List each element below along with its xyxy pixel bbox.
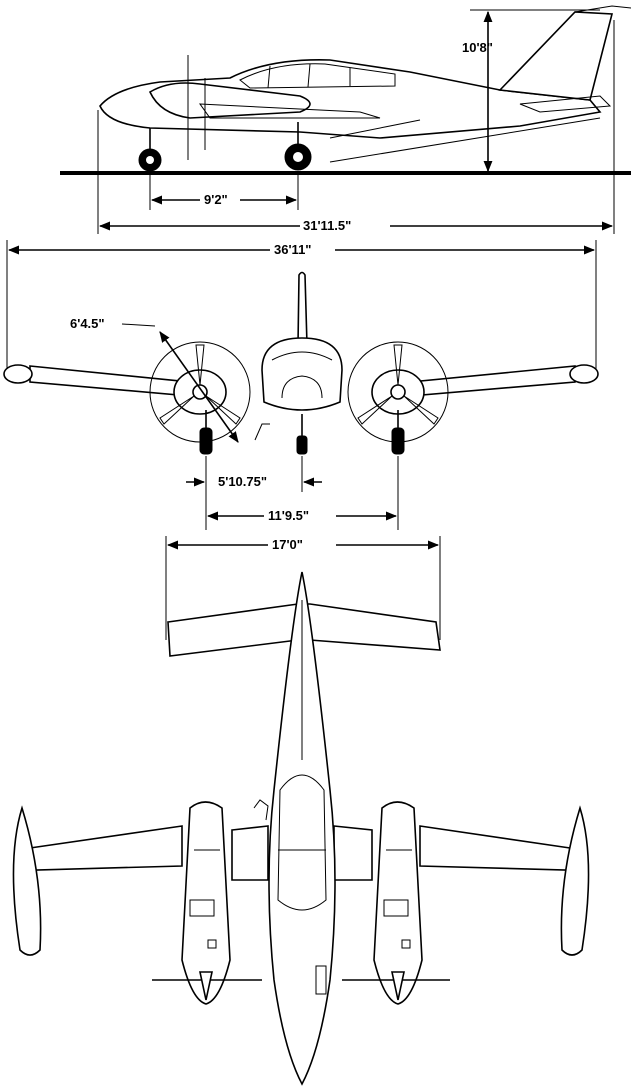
- top-left-nacelle: [181, 801, 231, 1005]
- front-view: 36'11" 6'4.5": [3, 240, 599, 530]
- top-cabin: [277, 774, 327, 911]
- dim-length-label: 31'11.5": [303, 218, 351, 233]
- dim-nose-main-label: 5'10.75": [218, 474, 267, 489]
- front-right-spinner: [390, 384, 406, 400]
- top-view: 17'0": [12, 536, 590, 1086]
- front-tail: [297, 271, 308, 346]
- dim-prop-diameter-line: [159, 331, 239, 443]
- dim-tail-span-label: 17'0": [272, 537, 303, 552]
- dim-wheelbase-label: 9'2": [204, 192, 228, 207]
- side-nacelle: [148, 82, 311, 119]
- dim-prop-diameter-label: 6'4.5": [70, 316, 105, 331]
- top-left-tiptank: [12, 805, 42, 956]
- front-right-wing: [409, 365, 576, 397]
- dim-main-track-label: 11'9.5": [268, 508, 309, 523]
- side-view: 10'8" 9'2" 31'11.5": [60, 5, 631, 234]
- front-fuselage: [261, 337, 343, 411]
- front-nose-wheel: [296, 435, 308, 455]
- top-right-tiptank: [560, 805, 590, 956]
- side-tail-fin: [498, 11, 614, 101]
- front-left-main-wheel: [199, 427, 213, 455]
- top-right-wing: [419, 825, 571, 871]
- top-left-wing: [28, 825, 183, 871]
- front-left-wing: [29, 365, 191, 397]
- top-right-nacelle: [373, 801, 423, 1005]
- dim-height-label: 10'8": [462, 40, 493, 55]
- top-fuselage: [268, 571, 336, 1086]
- side-canopy: [239, 63, 396, 89]
- dim-span-label: 36'11": [274, 242, 311, 257]
- front-right-tiptank: [569, 364, 599, 384]
- front-right-main-wheel: [391, 427, 405, 455]
- front-left-tiptank: [3, 364, 33, 384]
